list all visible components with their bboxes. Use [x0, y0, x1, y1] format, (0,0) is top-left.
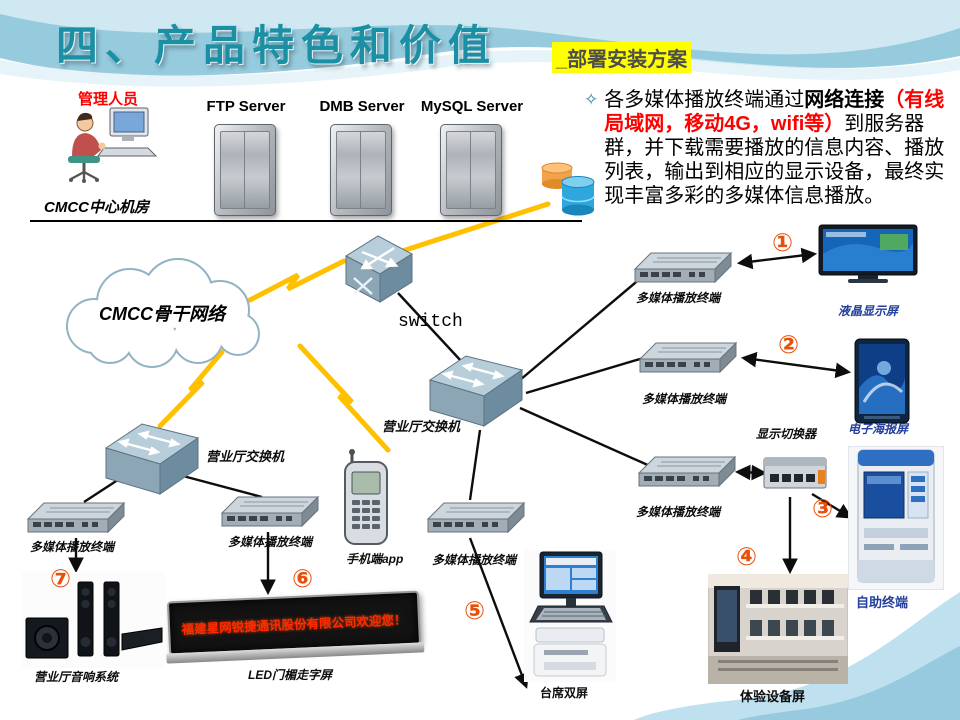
number-4: ④ — [736, 542, 758, 571]
datacenter-room-label: CMCC中心机房 — [44, 199, 149, 216]
experience-wall-label: 体验设备屏 — [740, 689, 806, 704]
led-board: 福建星网锐捷通讯股份有限公司欢迎您！ — [166, 590, 422, 656]
led-marquee-text: 福建星网锐捷通讯股份有限公司欢迎您！ — [181, 612, 407, 637]
media-terminal-1-label: 多媒体播放终端 — [636, 291, 721, 305]
hall-switch-left — [100, 416, 204, 507]
experience-wall-photo — [707, 573, 849, 689]
backbone-cloud: CMCC骨干网络 — [46, 248, 278, 373]
number-2: ② — [778, 330, 800, 359]
server-label-mysql: MySQL Server — [420, 98, 524, 115]
led-marquee-screen: 福建星网锐捷通讯股份有限公司欢迎您！ — [166, 590, 422, 656]
hall-switch-center-label: 营业厅交换机 — [382, 419, 461, 434]
media-terminal-4 — [26, 496, 126, 543]
counter-dual-screen — [524, 550, 616, 687]
number-1: ① — [772, 228, 794, 257]
page-subtitle: _部署安装方案 — [552, 42, 692, 73]
phone-app-label: 手机端app — [346, 552, 404, 566]
ftp-server-tower — [214, 124, 276, 216]
desc-bold: 网络连接 — [804, 89, 885, 111]
media-terminal-3 — [637, 450, 737, 497]
server-label-dmb: DMB Server — [319, 98, 405, 115]
media-terminal-5-label: 多媒体播放终端 — [228, 535, 313, 549]
led-marquee-label: LED门楣走字屏 — [248, 668, 333, 682]
media-terminal-6-label: 多媒体播放终端 — [432, 553, 517, 567]
description-paragraph: 各多媒体播放终端通过网络连接（有线局域网，移动4G，wifi等）到服务器群，并下… — [604, 88, 948, 208]
media-terminal-1 — [633, 246, 733, 293]
media-terminal-5 — [220, 490, 320, 537]
media-terminal-4-label: 多媒体播放终端 — [30, 540, 115, 554]
counter-dual-screen-label: 台席双屏 — [540, 686, 589, 700]
mobile-phone-clipart — [340, 448, 394, 553]
core-switch — [336, 228, 420, 311]
lcd-display-label: 液晶显示屏 — [838, 304, 899, 318]
media-terminal-3-label: 多媒体播放终端 — [636, 505, 721, 519]
core-switch-label: switch — [398, 312, 463, 332]
divider-line — [30, 220, 582, 222]
media-terminal-6 — [426, 496, 526, 543]
admin-computer-clipart — [64, 104, 160, 189]
number-6: ⑥ — [292, 564, 314, 593]
hall-switch-left-label: 营业厅交换机 — [206, 449, 285, 464]
admin-label: 管理人员 — [78, 91, 139, 108]
mysql-server-tower — [440, 124, 502, 216]
desc-rest: 到服务器群，并下载需要播放的信息内容、播放列表，输出到相应的显示设备，最终实现丰… — [604, 113, 945, 207]
lcd-display — [818, 224, 918, 291]
server-label-ftp: FTP Server — [206, 98, 286, 115]
audio-system-label: 营业厅音响系统 — [34, 670, 119, 684]
media-terminal-2 — [638, 336, 738, 383]
desc-intro: 各多媒体播放终端通过 — [604, 89, 805, 111]
number-7: ⑦ — [50, 564, 72, 593]
database-icon — [538, 156, 598, 223]
black-links — [68, 247, 853, 689]
kiosk-label: 自助终端 — [856, 595, 909, 610]
number-5: ⑤ — [464, 596, 486, 625]
diamond-bullet-icon: ✧ — [584, 90, 599, 109]
eposter-screen — [854, 338, 910, 433]
audio-system-photo — [22, 572, 166, 673]
page-title: 四、产品特色和价值 — [56, 22, 498, 69]
desc-red: （有线局域网，移动4G，wifi等） — [604, 89, 945, 135]
description-block: ✧ 各多媒体播放终端通过网络连接（有线局域网，移动4G，wifi等）到服务器群，… — [584, 88, 948, 208]
media-terminal-2-label: 多媒体播放终端 — [642, 392, 727, 406]
display-switcher — [762, 450, 832, 501]
self-service-kiosk — [847, 445, 945, 595]
cloud-label: CMCC骨干网络 — [99, 304, 225, 324]
eposter-label: 电子海报屏 — [848, 422, 909, 436]
number-3: ③ — [812, 494, 834, 523]
dmb-server-tower — [330, 124, 392, 216]
display-switcher-label: 显示切换器 — [756, 427, 817, 441]
